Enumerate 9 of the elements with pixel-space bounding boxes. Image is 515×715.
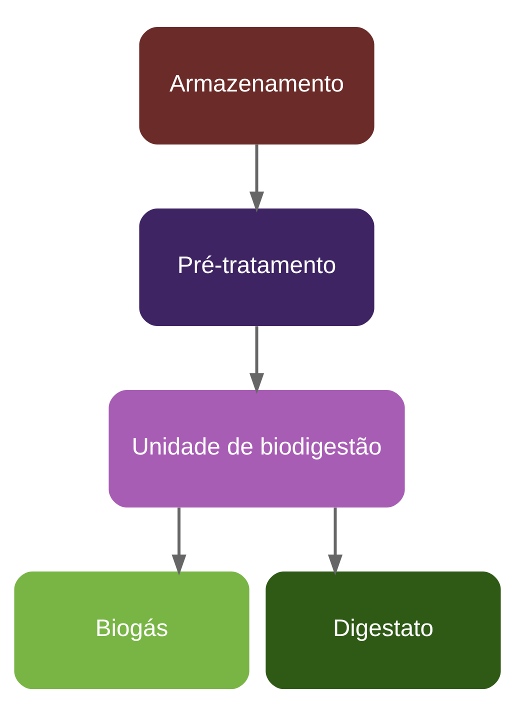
node-box: Digestato (266, 571, 501, 689)
node-box: Biogás (14, 571, 250, 689)
arrow (328, 507, 343, 576)
arrow (249, 326, 264, 394)
arrow (172, 507, 186, 576)
node-box: Pré-tratamento (139, 208, 374, 326)
arrow (249, 144, 264, 212)
node-box: Unidade de biodigestão (108, 390, 405, 508)
node-box: Armazenamento (139, 26, 374, 144)
